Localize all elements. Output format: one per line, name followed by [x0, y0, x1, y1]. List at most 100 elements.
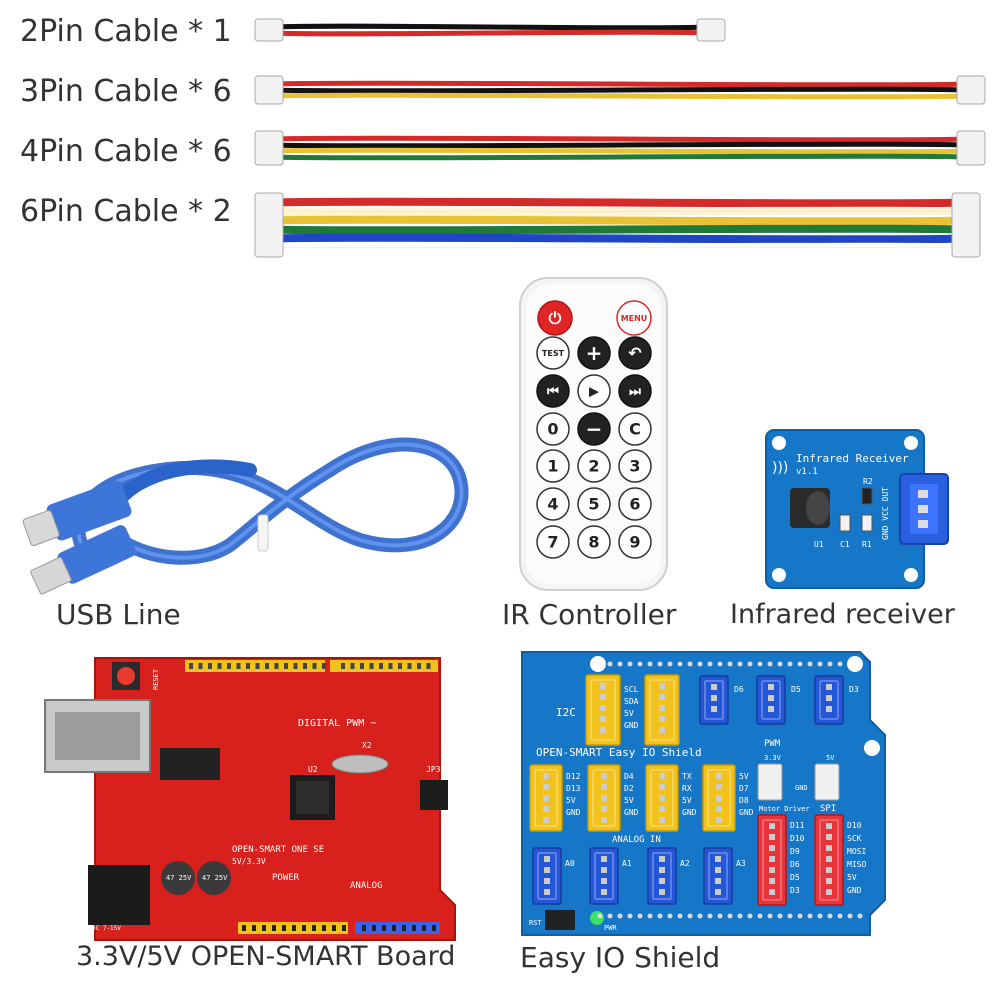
- cable-connector-right: [956, 75, 986, 105]
- shield-pin-label: D3: [849, 685, 859, 694]
- cable-connector-left: [254, 192, 284, 258]
- back-button-label: ↶: [628, 344, 642, 363]
- cable-label-6pin: 6Pin Cable * 2: [20, 194, 232, 229]
- analog-label: ANALOG: [350, 881, 383, 891]
- analog-in-label: ANALOG IN: [612, 835, 661, 845]
- shield-pin-label: D4: [624, 772, 634, 781]
- menu-button-label: MENU: [621, 314, 648, 323]
- shield-pin-label: 5V: [682, 796, 692, 805]
- board-label: 3.3V/5V OPEN-SMART Board: [76, 941, 456, 972]
- digit-button-label: 2: [588, 457, 599, 476]
- open-smart-board: RESET DIGITAL PWM ~ U2 X2 JP3 47 25V 47 …: [44, 657, 456, 941]
- cable-connector-left: [254, 130, 284, 166]
- digit-button-label: 9: [629, 533, 640, 552]
- digit-button: 1: [536, 449, 570, 483]
- cable-6pin: [254, 192, 981, 258]
- digit-button-label: 8: [588, 533, 599, 552]
- i2c-header-2: [644, 674, 680, 746]
- cable-connector-right: [956, 130, 986, 166]
- power-button-label: ⏻: [549, 309, 562, 328]
- jp3-label: JP3: [426, 765, 441, 774]
- digit-button: 3: [618, 449, 652, 483]
- cable-wire: [274, 233, 961, 244]
- cable-wire: [274, 197, 961, 208]
- cap-label-1: 47 25V: [166, 874, 192, 882]
- infrared-receiver-label: Infrared receiver: [730, 599, 955, 630]
- pwm-header: [814, 675, 844, 725]
- shield-pin-label: A2: [680, 859, 690, 868]
- cable-wire: [274, 224, 961, 235]
- cable-4pin: [254, 130, 986, 166]
- digit-button-label: 6: [629, 495, 640, 514]
- analog-header: [532, 847, 562, 905]
- minus-button-label: −: [586, 417, 603, 441]
- digit-button-label: 7: [547, 533, 558, 552]
- shield-pin-label: D6: [734, 685, 744, 694]
- clear-button: C: [618, 412, 652, 446]
- shield-pin-label: GND: [847, 886, 862, 895]
- shield-pin-label: D13: [566, 784, 581, 793]
- digit-button: 6: [618, 487, 652, 521]
- plus-button-label: +: [586, 341, 603, 365]
- digit-button: 7: [536, 525, 570, 559]
- shield-pin-label: A0: [565, 859, 575, 868]
- analog-header: [647, 847, 677, 905]
- cable-wire: [274, 23, 706, 31]
- minus-button: −: [577, 412, 611, 446]
- cable-wire: [274, 80, 966, 88]
- menu-button: MENU: [616, 300, 652, 336]
- receiver-pins: GND VCC OUT: [881, 487, 890, 540]
- board-volt: 5V/3.3V: [232, 857, 266, 866]
- cable-wire: [274, 86, 966, 94]
- cable-wire: [274, 29, 706, 37]
- pwr-label: PWR: [604, 924, 617, 932]
- pwm-header: [756, 675, 786, 725]
- shield-pin-label: D9: [790, 847, 800, 856]
- cable-wire: [274, 92, 966, 100]
- digit-button-label: 4: [547, 495, 558, 514]
- cable-wire: [274, 147, 966, 155]
- label-u1: U1: [814, 540, 824, 549]
- cable-wire: [274, 141, 966, 149]
- shield-pin-label: MISO: [847, 860, 866, 869]
- zero-button: 0: [536, 412, 570, 446]
- clear-button-label: C: [629, 420, 641, 439]
- cable-connector-left: [254, 75, 284, 105]
- shield-pin-label: MOSI: [847, 847, 866, 856]
- cable-label-4pin: 4Pin Cable * 6: [20, 134, 232, 169]
- cable-connector-right: [951, 192, 981, 258]
- cable-group: [254, 18, 986, 258]
- board-name: OPEN-SMART ONE SE: [232, 845, 324, 855]
- v33-label: 3.3V: [764, 754, 782, 762]
- receiver-title: Infrared Receiver: [796, 452, 909, 465]
- shield-pin-label: A1: [622, 859, 632, 868]
- x2-label: X2: [362, 741, 372, 750]
- shield-pin-label: D8: [739, 796, 749, 805]
- shield-pin-label: D12: [566, 772, 581, 781]
- cable-2pin: [254, 18, 726, 42]
- u2-label: U2: [308, 765, 318, 774]
- shield-pin-label: D6: [790, 860, 800, 869]
- digit-button: 4: [536, 487, 570, 521]
- prev-button-label: ⏮: [547, 385, 559, 400]
- digit-button: 9: [618, 525, 652, 559]
- play-button-label: ▶: [589, 385, 599, 400]
- ir-controller-label: IR Controller: [502, 598, 677, 631]
- shield-pin-label: GND: [682, 808, 697, 817]
- digit-button-label: 5: [588, 495, 599, 514]
- io-header: [702, 764, 736, 832]
- digit-button: 8: [577, 525, 611, 559]
- prev-button: ⏮: [536, 374, 570, 408]
- motor-header: [757, 814, 787, 906]
- analog-header: [589, 847, 619, 905]
- receiver-version: v1.1: [796, 467, 818, 477]
- pwm-header: [699, 675, 729, 725]
- cable-connector-left: [254, 18, 284, 42]
- cable-wire: [274, 153, 966, 161]
- shield-pin-label: GND: [566, 808, 581, 817]
- cable-label-3pin: 3Pin Cable * 6: [20, 74, 232, 109]
- next-button-label: ⏭: [629, 385, 641, 400]
- label-r2: R2: [863, 477, 873, 486]
- shield-pin-label: D7: [739, 784, 749, 793]
